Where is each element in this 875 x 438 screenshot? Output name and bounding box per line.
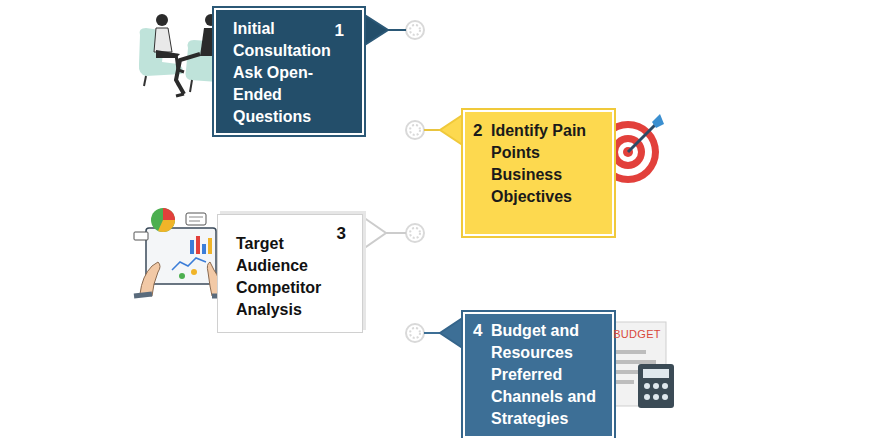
polygon-shape [360, 215, 386, 251]
circle-shape [156, 14, 168, 26]
circle-shape [406, 324, 424, 342]
path-shape [158, 220, 175, 232]
circle-shape [653, 394, 659, 400]
line-shape [628, 124, 656, 152]
step-box: 3Target Audience Competitor Analysis [218, 215, 362, 332]
rect-shape [616, 350, 646, 354]
path-shape [134, 294, 152, 296]
rect-shape [134, 232, 148, 240]
circle-shape [191, 269, 197, 275]
circle-shape [151, 208, 175, 232]
circle-shape [410, 328, 420, 338]
step-box: 2 Identify Pain Points Business Objective… [465, 112, 612, 234]
rect-shape [616, 360, 656, 364]
line-shape [189, 217, 203, 218]
step-box: 1Initial Consultation Ask Open-Ended Que… [216, 10, 362, 133]
circle-shape [410, 25, 420, 35]
chevrons [360, 12, 467, 351]
path-shape [140, 262, 160, 296]
line-shape [190, 80, 192, 92]
line-shape [424, 332, 440, 334]
line-shape [424, 129, 440, 131]
timeline [406, 21, 424, 342]
step-number: 2 [473, 120, 482, 142]
rect-shape [196, 236, 200, 254]
line-shape [144, 76, 146, 86]
rect-shape [190, 240, 194, 254]
polygon-shape [360, 12, 388, 48]
path-shape [154, 28, 172, 52]
path-shape [176, 54, 200, 94]
circle-shape [410, 228, 420, 238]
polygon-shape [440, 112, 467, 148]
step-text: Initial Consultation Ask Open-Ended Ques… [233, 10, 337, 128]
circle-shape [410, 125, 420, 135]
line-shape [388, 29, 406, 31]
rect-shape [616, 370, 638, 374]
step-number: 1 [335, 20, 344, 42]
circle-shape [406, 224, 424, 242]
polyline-shape [172, 258, 206, 270]
path-shape [139, 28, 183, 76]
polygon-shape [440, 315, 467, 351]
step-text: Target Audience Competitor Analysis [236, 215, 340, 321]
path-shape [163, 208, 175, 220]
rect-shape [202, 244, 206, 254]
rect-shape [638, 364, 674, 408]
line-shape [189, 221, 200, 222]
circle-shape [662, 383, 668, 389]
circle-shape [644, 394, 650, 400]
circle-shape [406, 21, 424, 39]
rect-shape [616, 380, 634, 384]
circle-shape [662, 394, 668, 400]
rect-shape [208, 238, 212, 254]
circle-shape [179, 273, 185, 279]
step-number: 4 [473, 320, 482, 342]
step-box: 4 Budget and Resources Preferred Channels… [465, 314, 612, 436]
step-number: 3 [337, 223, 346, 245]
icon-label: BUDGET [608, 328, 666, 341]
line-shape [386, 232, 406, 234]
rect-shape [643, 369, 669, 378]
step-text: Budget and Resources Preferred Channels … [491, 314, 603, 430]
path-shape [176, 94, 184, 96]
step-text: Identify Pain Points Business Objectives [491, 112, 595, 208]
circle-shape [406, 121, 424, 139]
path-shape [652, 114, 664, 128]
circle-shape [644, 383, 650, 389]
rect-shape [186, 213, 206, 225]
circle-shape [653, 383, 659, 389]
